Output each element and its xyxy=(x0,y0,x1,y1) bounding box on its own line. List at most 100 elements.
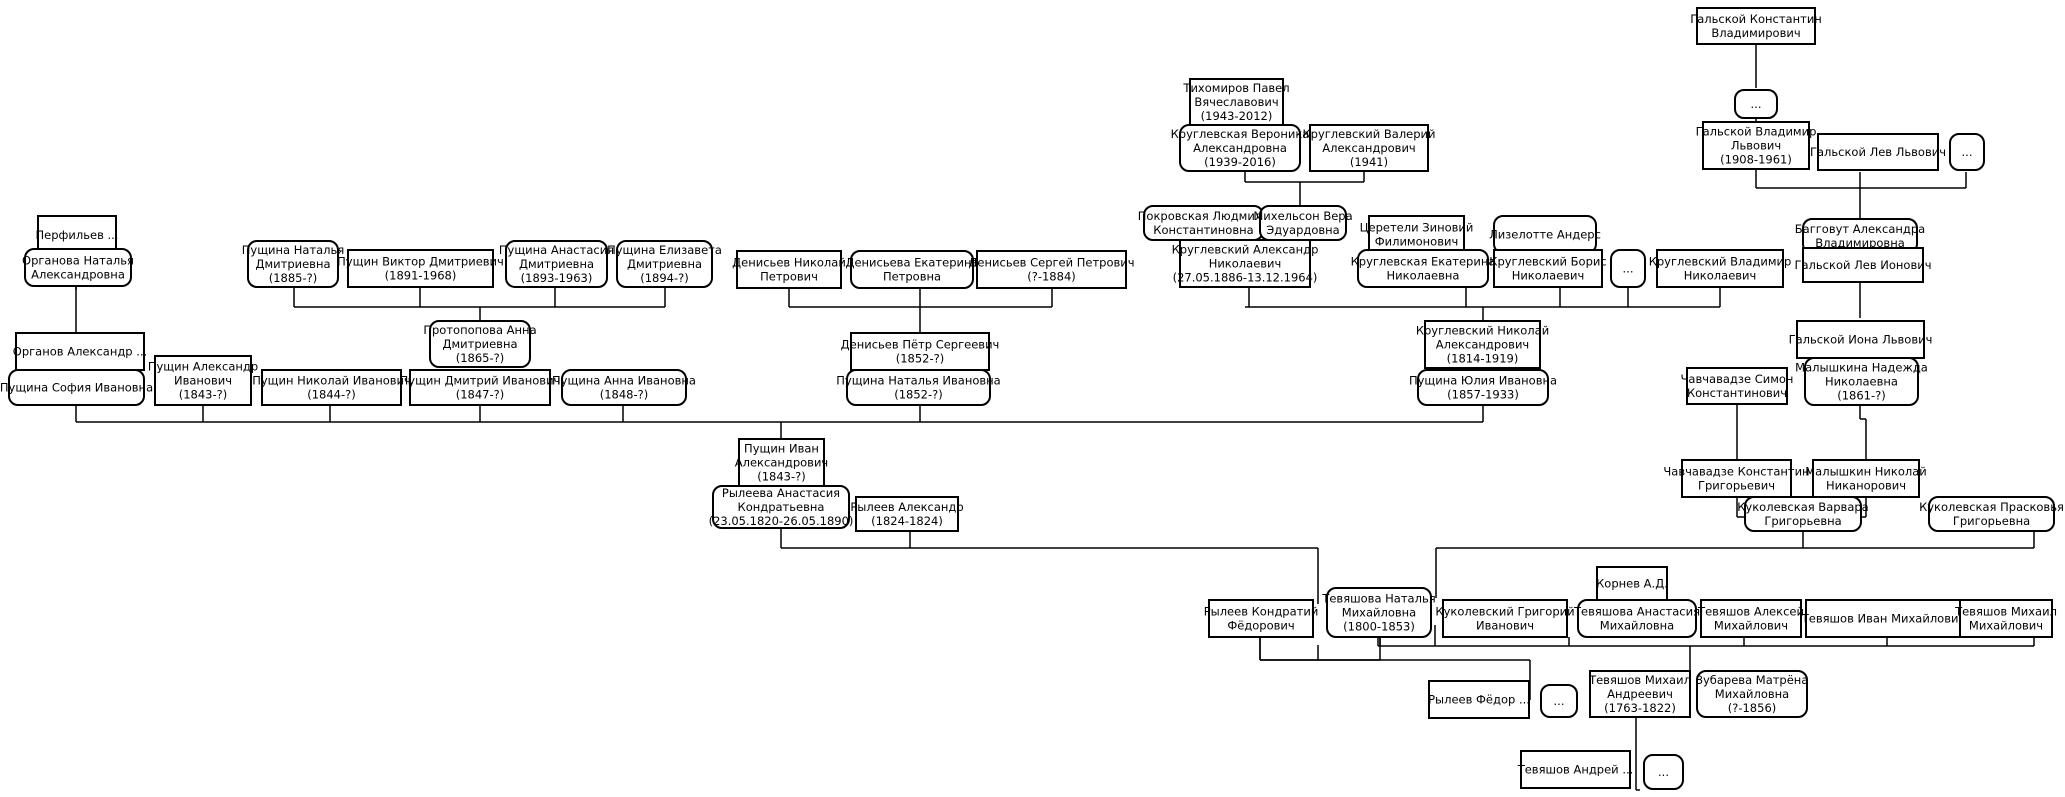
person-node-kruglevskiy-nikolay[interactable]: Круглевский НиколайАлександрович(1814-19… xyxy=(1416,320,1549,369)
person-box xyxy=(1812,459,1920,498)
person-label-line: Гальской Лев Ионович xyxy=(1794,258,1931,272)
person-node-organov-aleksandr[interactable]: Органов Александр ... xyxy=(13,332,147,371)
person-node-tevyashov-andrey[interactable]: Тевяшов Андрей ... xyxy=(1517,750,1634,789)
person-label-line: (1891-1968) xyxy=(385,269,457,283)
person-node-tevyashov-ivan[interactable]: Тевяшов Иван Михайлович xyxy=(1801,599,1966,638)
person-node-lizelotte-anders[interactable]: Лизелотте Андерс xyxy=(1489,215,1601,254)
person-node-tevyashov-dots[interactable]: ... xyxy=(1643,754,1684,790)
person-node-pushchina-sofya[interactable]: Пущина София Ивановна xyxy=(0,369,153,406)
person-label-line: Александрович xyxy=(1322,141,1415,155)
person-box xyxy=(429,320,531,368)
person-label-line: Михайлович xyxy=(1969,619,2043,633)
person-label-line: Денисьев Николай xyxy=(732,256,846,270)
person-label-line: Григорьевна xyxy=(1764,514,1841,528)
person-node-ryleev-dots[interactable]: ... xyxy=(1540,684,1578,718)
connector xyxy=(1259,637,1381,661)
person-label-line: (1861-?) xyxy=(1837,389,1886,403)
person-node-denisev-petr[interactable]: Денисьев Пётр Сергеевич(1852-?) xyxy=(841,332,1000,371)
person-label-line: Тевяшов Михаил xyxy=(1588,673,1691,687)
person-node-kornev[interactable]: Корнев А.Д. xyxy=(1596,566,1668,601)
person-node-galskoy-lev-lvovich[interactable]: Гальской Лев Львович xyxy=(1810,133,1946,171)
person-node-pushchin-viktor[interactable]: Пущин Виктор Дмитриевич(1891-1968) xyxy=(337,249,504,288)
person-label-line: Петрович xyxy=(760,270,818,284)
person-label-line: Дмитриевна xyxy=(627,257,702,271)
person-node-pushchina-yuliya[interactable]: Пущина Юлия Ивановна(1857-1933) xyxy=(1409,369,1557,406)
person-label-line: Пущина Анастасия xyxy=(499,243,614,257)
person-label-line: (1824-1824) xyxy=(871,514,943,528)
person-node-pushchina-anna[interactable]: Пущина Анна Ивановна(1848-?) xyxy=(552,369,696,406)
person-box xyxy=(1357,249,1489,288)
person-node-pushchin-dmitriy[interactable]: Пущин Дмитрий Иванович(1847-?) xyxy=(400,369,561,406)
person-label-line: Протопопова Анна xyxy=(423,323,536,337)
person-node-galskoy-iona[interactable]: Гальской Иона Львович xyxy=(1789,320,1933,359)
person-label-line: Григорьевич xyxy=(1698,479,1775,493)
person-node-kruglevskiy-aleksandr[interactable]: Круглевский АлександрНиколаевич(27.05.18… xyxy=(1172,239,1319,288)
person-node-pushchina-natalya-iv[interactable]: Пущина Наталья Ивановна(1852-?) xyxy=(836,369,1001,406)
person-label-line: (1893-1963) xyxy=(521,271,593,285)
person-label-line: Владимировна xyxy=(1815,236,1905,250)
person-box xyxy=(1681,459,1792,498)
person-label-line: Малышкина Надежда xyxy=(1795,361,1928,375)
person-label-line: (1885-?) xyxy=(269,271,318,285)
person-label-line: Круглевский Николай xyxy=(1416,324,1549,338)
person-label-line: (1943-2012) xyxy=(1201,109,1273,123)
person-node-galskoy-lev-ionovich[interactable]: Гальской Лев Ионович xyxy=(1794,247,1932,283)
person-box xyxy=(347,249,494,288)
person-label-line: Круглевская Екатерина xyxy=(1351,255,1496,269)
person-label-line: Лизелотте Андерс xyxy=(1489,228,1601,242)
connector xyxy=(1436,530,2035,549)
person-node-pushchin-nikolay-iv[interactable]: Пущин Николай Иванович(1844-?) xyxy=(252,369,411,406)
person-label-line: Органова Наталья xyxy=(22,254,134,268)
person-box xyxy=(1589,670,1691,718)
person-box xyxy=(1493,249,1603,288)
person-label-line: Пущин Александр xyxy=(148,360,258,374)
person-box xyxy=(1696,670,1808,718)
person-node-kruglevskaya-veronika[interactable]: Круглевская ВероникаАлександровна(1939-2… xyxy=(1171,124,1310,172)
person-node-denisev-sergey[interactable]: Денисьев Сергей Петрович(?-1884) xyxy=(968,250,1135,289)
person-label-line: Пущина Наталья Ивановна xyxy=(836,374,1000,388)
person-node-ryleev-aleksandr[interactable]: Рылеев Александр(1824-1824) xyxy=(850,496,964,532)
connector xyxy=(1736,497,1867,530)
person-node-ryleev-fedor[interactable]: Рылеев Фёдор ... xyxy=(1428,680,1530,719)
person-node-galskoy-dots[interactable]: ... xyxy=(1734,89,1778,119)
person-node-kruglevskiy-dots[interactable]: ... xyxy=(1610,249,1646,288)
person-node-galskoy-dots2[interactable]: ... xyxy=(1949,133,1985,171)
person-box xyxy=(24,248,132,287)
person-node-ryleeva-anastasiya[interactable]: Рылеева АнастасияКондратьевна(23.05.1820… xyxy=(709,485,854,529)
person-box xyxy=(1326,587,1432,638)
